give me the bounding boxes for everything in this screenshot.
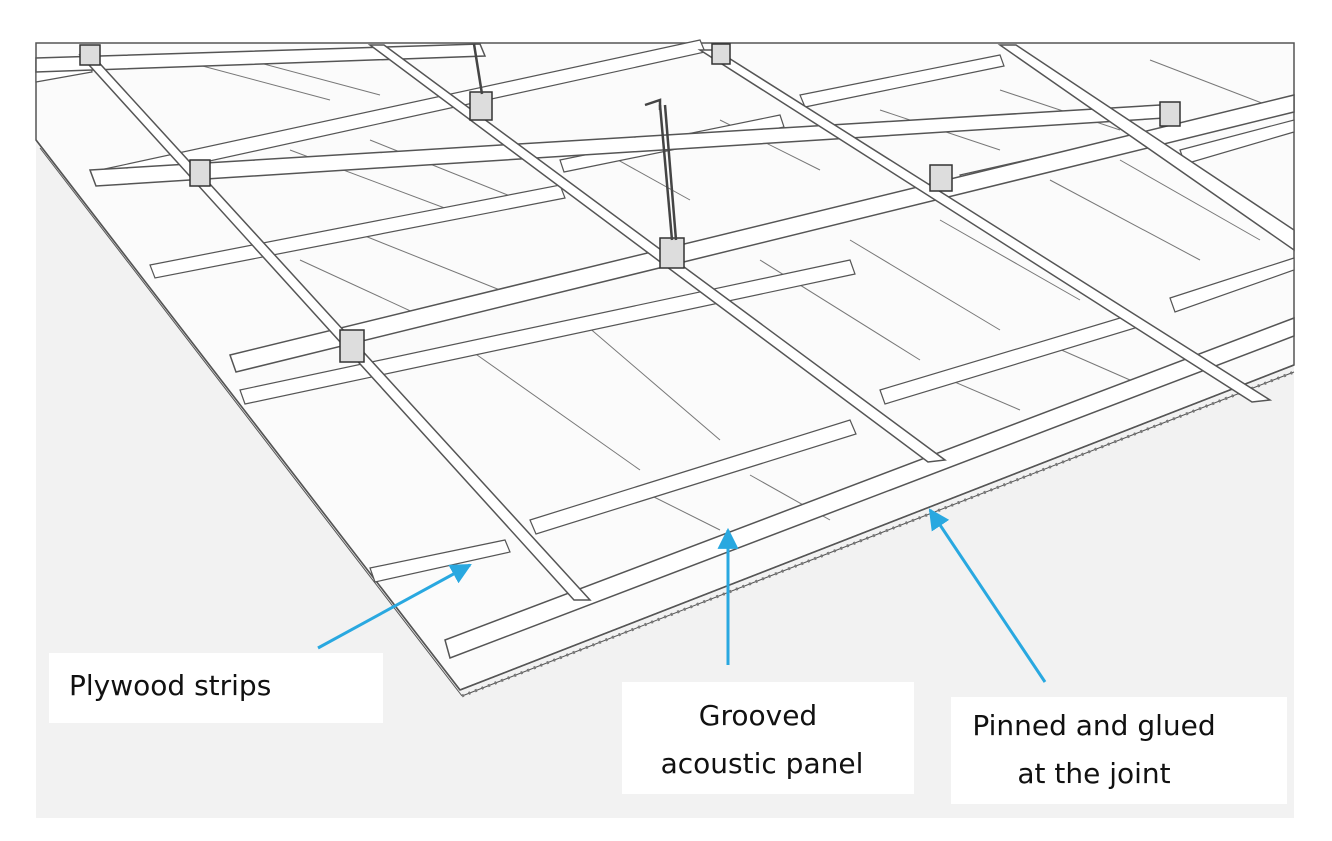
pinned-joint-arrow (928, 508, 1047, 683)
grooved-panel-text-line2: acoustic panel (660, 747, 864, 780)
grooved-panel-text-line1: Grooved (698, 699, 818, 732)
plywood-strips-label: Plywood strips (49, 653, 383, 723)
plywood-strips (35, 39, 1295, 583)
main-runners (35, 43, 1295, 659)
pinned-joint-text-line2: at the joint (1017, 757, 1171, 790)
panel-grooves (179, 54, 1281, 531)
hanger-rods (472, 43, 678, 241)
plywood-strips-arrow (317, 563, 472, 650)
pinned-joint-text-line1: Pinned and glued (972, 709, 1216, 742)
grooved-panel-label: Grooved acoustic panel (622, 682, 914, 794)
runner-clips (79, 43, 1181, 363)
pinned-joint-label: Pinned and glued at the joint (951, 697, 1287, 804)
cross-runners (78, 44, 1295, 601)
panel-front-edge (35, 139, 1295, 698)
plywood-strips-text: Plywood strips (69, 669, 272, 702)
